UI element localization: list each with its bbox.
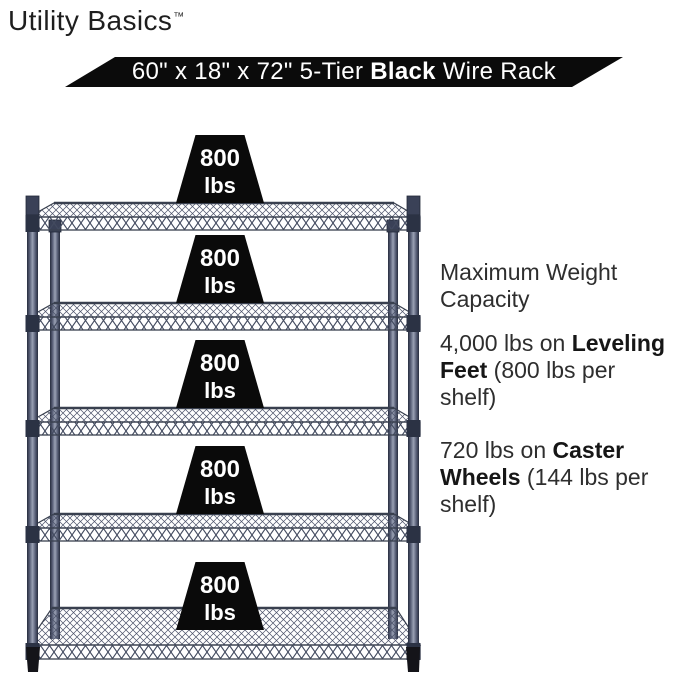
weight-badge-3: 800 lbs — [176, 340, 264, 408]
badge-value: 800 — [200, 350, 240, 377]
brand-name: Utility Basics — [8, 5, 173, 36]
shelf-3 — [26, 406, 421, 436]
weight-badge-4: 800 lbs — [176, 446, 264, 514]
trademark-symbol: ™ — [173, 10, 185, 23]
specs-heading: Maximum Weight Capacity — [440, 259, 618, 312]
capacity-specs: Maximum Weight Capacity 4,000 lbs on Lev… — [440, 259, 670, 544]
badge-value: 800 — [200, 245, 240, 272]
spec-text: (800 lbs per shelf) — [440, 357, 616, 410]
shelf-4 — [26, 512, 421, 542]
front-left-post — [25, 195, 40, 660]
right-leveling-foot — [406, 647, 420, 672]
spec-text: 720 lbs on — [440, 437, 553, 463]
brand-logo: Utility Basics™ — [8, 5, 185, 37]
badge-value: 800 — [200, 572, 240, 599]
spec-bold-text: Caster Wheels — [440, 437, 625, 490]
banner-text-suffix: Wire Rack — [435, 58, 557, 85]
caster-wheels-spec: 720 lbs on Caster Wheels (144 lbs per sh… — [440, 437, 670, 518]
spec-text: (144 lbs per shelf) — [440, 464, 649, 517]
shelf-2 — [26, 301, 421, 331]
badge-unit: lbs — [204, 600, 236, 625]
badge-value: 800 — [200, 456, 240, 483]
badge-unit: lbs — [204, 173, 236, 198]
banner-text-bold: Black — [370, 58, 436, 85]
banner-text-prefix: 60" x 18" x 72" 5-Tier — [131, 58, 371, 85]
leveling-feet-spec: 4,000 lbs on Leveling Feet (800 lbs per … — [440, 330, 670, 411]
spec-bold-text: Leveling Feet — [440, 330, 666, 383]
left-leveling-foot — [26, 647, 40, 672]
front-right-post — [406, 195, 421, 660]
badge-value: 800 — [200, 145, 240, 172]
weight-badge-1: 800 lbs — [176, 135, 264, 203]
shelf-1 — [26, 201, 421, 231]
spec-text: 4,000 lbs on — [440, 330, 572, 356]
title-banner: 60" x 18" x 72" 5-Tier Black Wire Rack — [65, 57, 623, 87]
badge-unit: lbs — [204, 273, 236, 298]
wire-rack-illustration: 800 lbs 800 lbs 800 lbs 800 lbs 800 lbs — [25, 135, 422, 672]
badge-unit: lbs — [204, 484, 236, 509]
weight-badge-5: 800 lbs — [176, 562, 264, 630]
badge-unit: lbs — [204, 378, 236, 403]
weight-badge-2: 800 lbs — [176, 235, 264, 303]
